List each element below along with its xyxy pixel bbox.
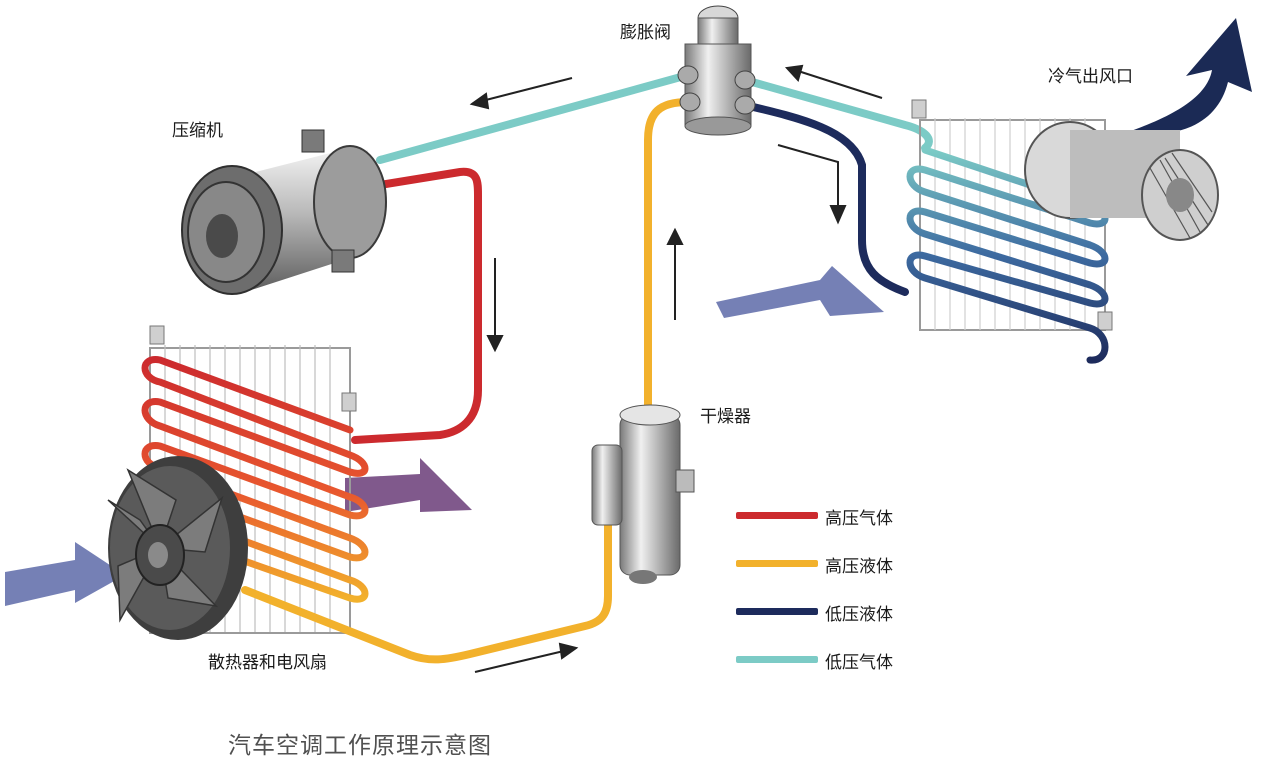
legend-item-high-pressure-liquid: 高压液体 (736, 548, 936, 578)
dryer-label: 干燥器 (700, 407, 751, 427)
legend-label: 高压液体 (825, 557, 893, 577)
electric-fan (107, 456, 248, 640)
cold-air-outlet-label: 冷气出风口 (1048, 67, 1133, 87)
flow-arrow-evap-in (777, 144, 847, 225)
flow-arrow-down-right (486, 258, 504, 353)
dryer (591, 404, 695, 584)
airflow-arrow-left (5, 542, 125, 606)
flow-arrow-compressor-out (469, 77, 573, 110)
pipe-low-pressure-gas (376, 71, 933, 164)
pipe-high-pressure-liquid (241, 98, 692, 664)
legend-label: 低压液体 (825, 605, 893, 625)
expansion-valve-label: 膨胀阀 (620, 23, 671, 43)
pipe-high-pressure-gas (351, 167, 482, 444)
diagram-title: 汽车空调工作原理示意图 (228, 733, 492, 759)
legend-item-high-pressure-gas: 高压气体 (736, 500, 936, 530)
legend-swatch (736, 656, 818, 663)
flow-arrow-up-dryer (666, 227, 684, 320)
legend-swatch (736, 560, 818, 567)
legend-label: 低压气体 (825, 653, 893, 673)
airflow-arrow-evaporator (716, 266, 884, 318)
compressor (181, 129, 387, 295)
evaporator (906, 99, 1113, 364)
legend-swatch (736, 608, 818, 615)
condenser-fan-label: 散热器和电风扇 (208, 653, 327, 673)
legend-swatch (736, 512, 818, 519)
compressor-label: 压缩机 (172, 121, 223, 141)
flow-arrow-bottom (474, 642, 579, 673)
legend-item-low-pressure-liquid: 低压液体 (736, 596, 936, 626)
flow-arrow-evap-return (784, 64, 883, 99)
pipe-low-pressure-liquid (741, 101, 909, 296)
legend-label: 高压气体 (825, 509, 893, 529)
legend-item-low-pressure-gas: 低压气体 (736, 644, 936, 674)
legend: 高压气体 高压液体 低压液体 低压气体 (736, 500, 936, 680)
cold-air-arrow (1128, 18, 1252, 134)
blower (1024, 121, 1219, 241)
airflow-arrow-condenser (345, 458, 472, 512)
expansion-valve (677, 5, 756, 136)
